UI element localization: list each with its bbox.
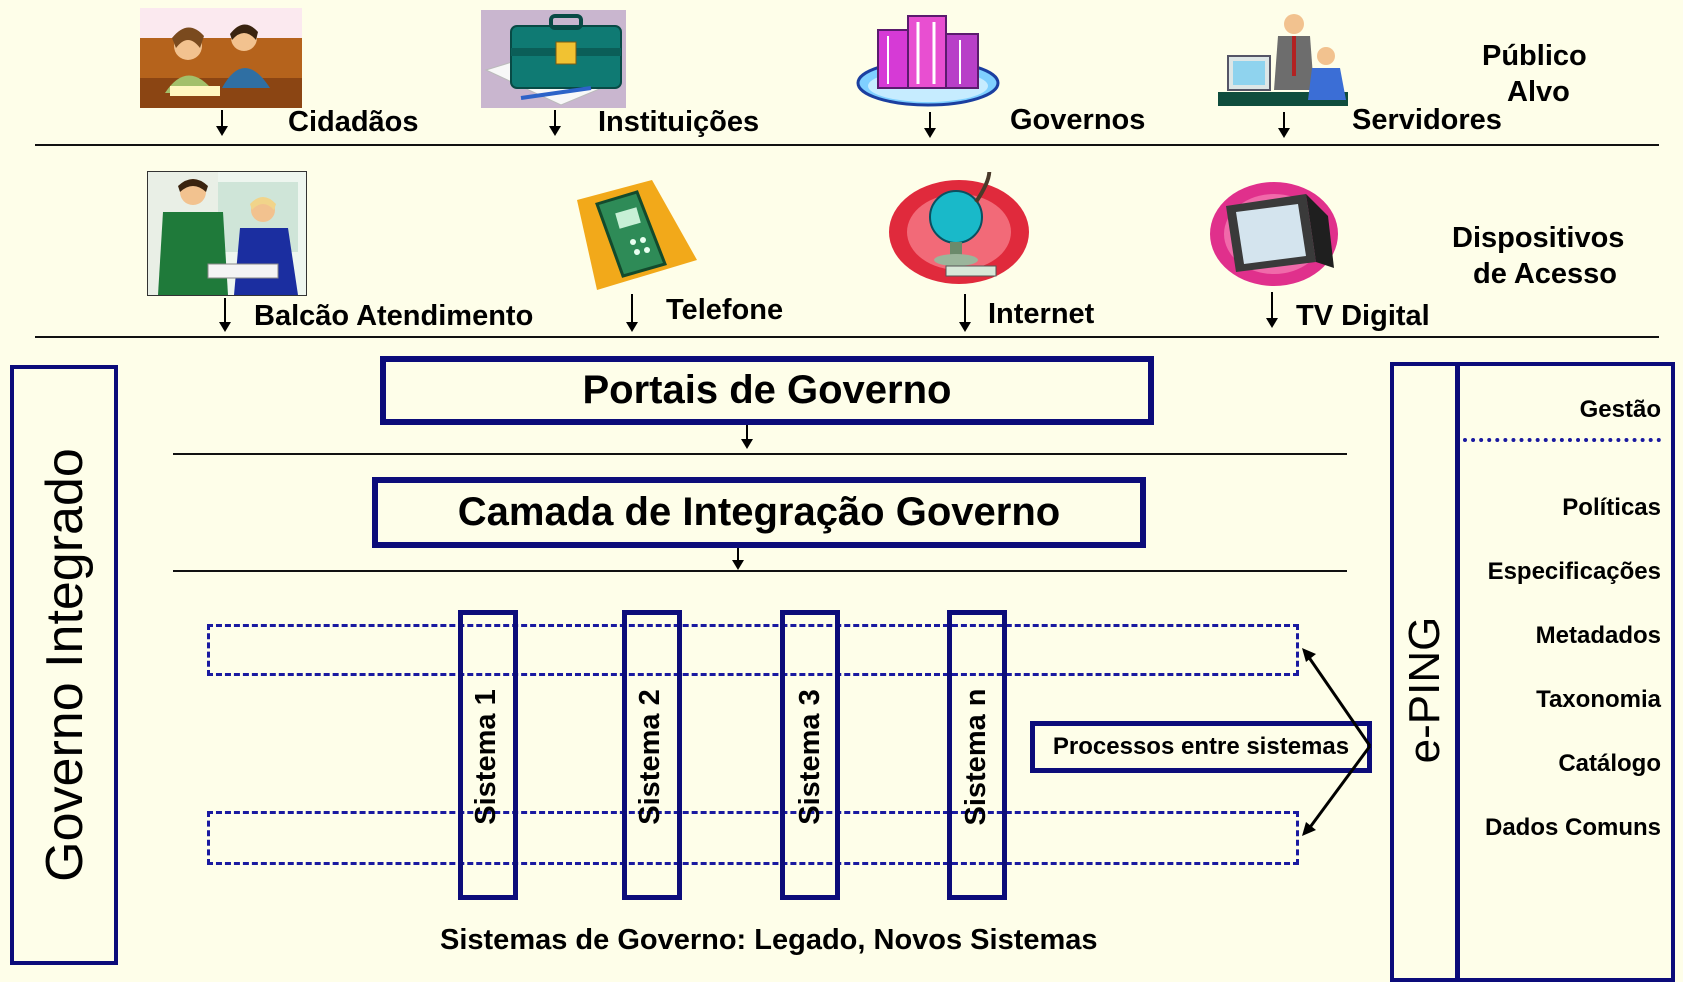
eping-item-common-data: Dados Comuns [1484, 814, 1661, 841]
eping-item-management: Gestão [1579, 396, 1661, 423]
integration-layer-label: Camada de Integração Governo [457, 490, 1061, 534]
eping-panel [1390, 362, 1675, 982]
institutions-arrow [545, 108, 565, 143]
governments-arrow [920, 110, 940, 145]
government-portals-label: Portais de Governo [582, 368, 952, 412]
eping-item-metadata: Metadados [1535, 622, 1661, 649]
civil-servants-arrow [1274, 110, 1294, 145]
institutions-clipart [481, 10, 626, 108]
service-desk-clipart [147, 171, 307, 296]
internet-arrow [955, 292, 975, 339]
access-devices-heading-1: Dispositivos [1452, 222, 1625, 254]
device-label-telephone: Telefone [666, 294, 784, 326]
device-label-service-desk: Balcão Atendimento [254, 300, 534, 332]
eping-item-catalog: Catálogo [1558, 750, 1661, 777]
inter-system-processes-label: Processos entre sistemas [1052, 733, 1350, 760]
system-3-label: Sistema 3 [794, 689, 826, 825]
digital-tv-arrow [1262, 290, 1282, 335]
system-2-label: Sistema 2 [634, 689, 666, 825]
target-audience-heading-1: Público [1482, 40, 1587, 72]
internet-clipart [876, 172, 1042, 292]
integration-layer-box [372, 477, 1146, 548]
audience-label-servants: Servidores [1352, 104, 1502, 136]
systems-dashed-band-top [207, 624, 1299, 676]
eping-dotted-divider [1463, 438, 1661, 442]
divider-audience [35, 144, 1659, 146]
service-desk-arrow [215, 296, 235, 339]
device-label-internet: Internet [988, 298, 1095, 330]
governments-clipart [848, 8, 1008, 112]
citizens-arrow [212, 108, 232, 143]
access-devices-heading-2: de Acesso [1473, 258, 1617, 290]
eping-label-column [1390, 362, 1460, 982]
divider-portals [173, 453, 1347, 455]
integrated-government-label: Governo Integrado [36, 448, 94, 882]
digital-tv-clipart [1196, 176, 1352, 290]
telephone-arrow [622, 292, 642, 339]
audience-label-governments: Governos [1010, 104, 1146, 136]
eping-item-policies: Políticas [1562, 494, 1661, 521]
system-2-box [622, 610, 682, 900]
systems-dashed-band-bottom [207, 811, 1299, 865]
device-label-digital-tv: TV Digital [1296, 300, 1430, 332]
eping-item-taxonomy: Taxonomia [1536, 686, 1661, 713]
system-1-box [458, 610, 518, 900]
system-1-label: Sistema 1 [470, 689, 502, 825]
process-arrows [1302, 648, 1372, 836]
system-3-box [780, 610, 840, 900]
system-n-label: Sistema n [960, 688, 992, 826]
divider-devices [35, 336, 1659, 338]
target-audience-heading-2: Alvo [1507, 76, 1570, 108]
integration-down-arrow [728, 546, 748, 577]
audience-label-citizens: Cidadãos [288, 106, 419, 138]
divider-integration [173, 570, 1347, 572]
audience-label-institutions: Instituições [598, 106, 760, 138]
government-portals-box [380, 356, 1154, 425]
eping-item-specifications: Especificações [1487, 558, 1661, 585]
civil-servants-clipart [1208, 10, 1363, 110]
eping-label: e-PING [1400, 616, 1449, 764]
citizens-clipart [140, 8, 302, 108]
integrated-government-panel [10, 365, 118, 965]
portals-down-arrow [737, 423, 757, 456]
system-n-box [947, 610, 1007, 900]
inter-system-processes-box [1030, 721, 1372, 773]
government-systems-caption: Sistemas de Governo: Legado, Novos Siste… [440, 924, 1098, 956]
telephone-clipart [557, 180, 709, 292]
